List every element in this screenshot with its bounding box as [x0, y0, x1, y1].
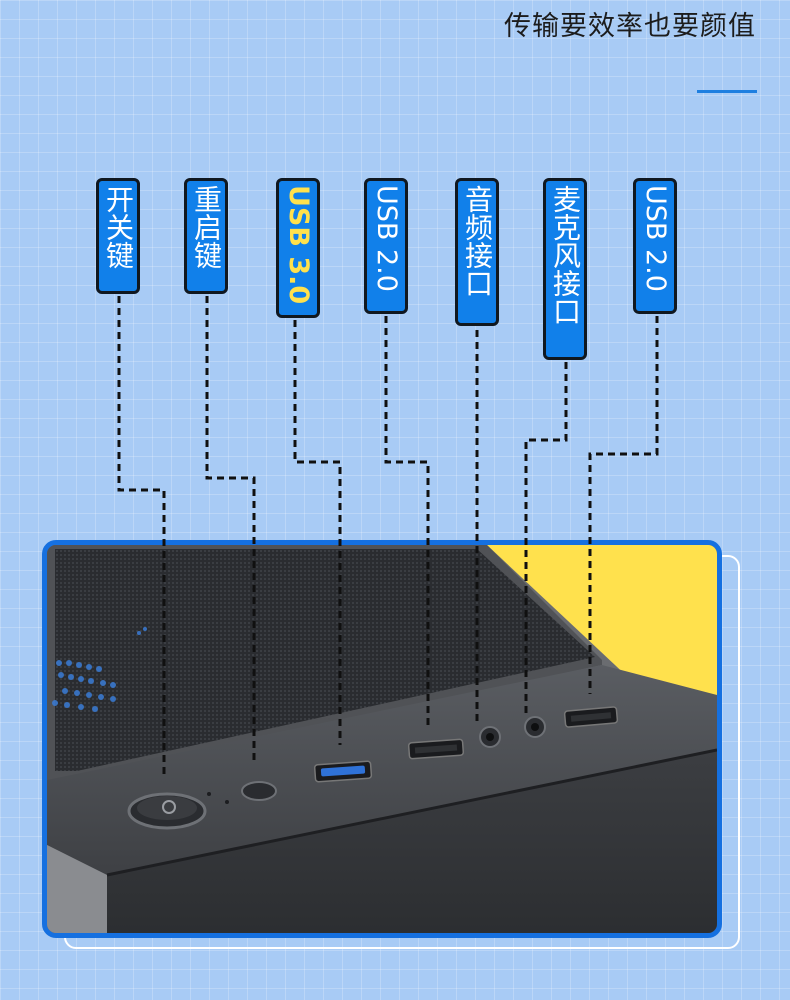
case-illustration — [47, 545, 717, 933]
power-leader-line — [117, 296, 166, 775]
reset-button-label-text: 重启键 — [190, 185, 223, 269]
usb2-right-label: USB 2.0 — [633, 178, 677, 314]
audio-port-label: 音频接口 — [455, 178, 499, 326]
usb2-right-port-graphic — [563, 706, 619, 728]
usb3-port-graphic — [313, 760, 373, 783]
power-button-label: 开关键 — [96, 178, 140, 294]
mic-port-label-text: 麦克风接口 — [549, 185, 582, 325]
power-button-graphic — [127, 792, 207, 830]
reset-button-graphic — [241, 781, 277, 801]
usb3-leader-line — [293, 320, 342, 745]
case-front-io-photo — [42, 540, 722, 938]
usb2-left-port-graphic — [407, 738, 465, 760]
usb2-left-label: USB 2.0 — [364, 178, 408, 314]
page-headline: 传输要效率也要颜值 — [504, 11, 756, 42]
yellow-backdrop — [487, 545, 717, 695]
mic-leader-line — [524, 362, 568, 715]
blue-led-pattern — [52, 627, 147, 712]
mic-port-label: 麦克风接口 — [543, 178, 587, 360]
usb2-right-label-text: USB 2.0 — [640, 185, 671, 292]
power-button-label-text: 开关键 — [102, 185, 135, 269]
case-front-face — [107, 750, 717, 933]
usb3-label: USB 3.0 — [276, 178, 320, 318]
io-panel — [47, 665, 717, 875]
usb2-left-label-text: USB 2.0 — [371, 185, 402, 292]
reset-button-label: 重启键 — [184, 178, 228, 294]
usb2-right-leader-line — [588, 316, 659, 694]
audio-port-label-text: 音频接口 — [461, 185, 494, 297]
reset-leader-line — [205, 296, 256, 765]
top-mesh-panel — [55, 549, 595, 771]
usb2-left-leader-line — [384, 316, 430, 727]
headline-accent-line — [697, 90, 757, 93]
usb3-label-text: USB 3.0 — [283, 185, 314, 305]
